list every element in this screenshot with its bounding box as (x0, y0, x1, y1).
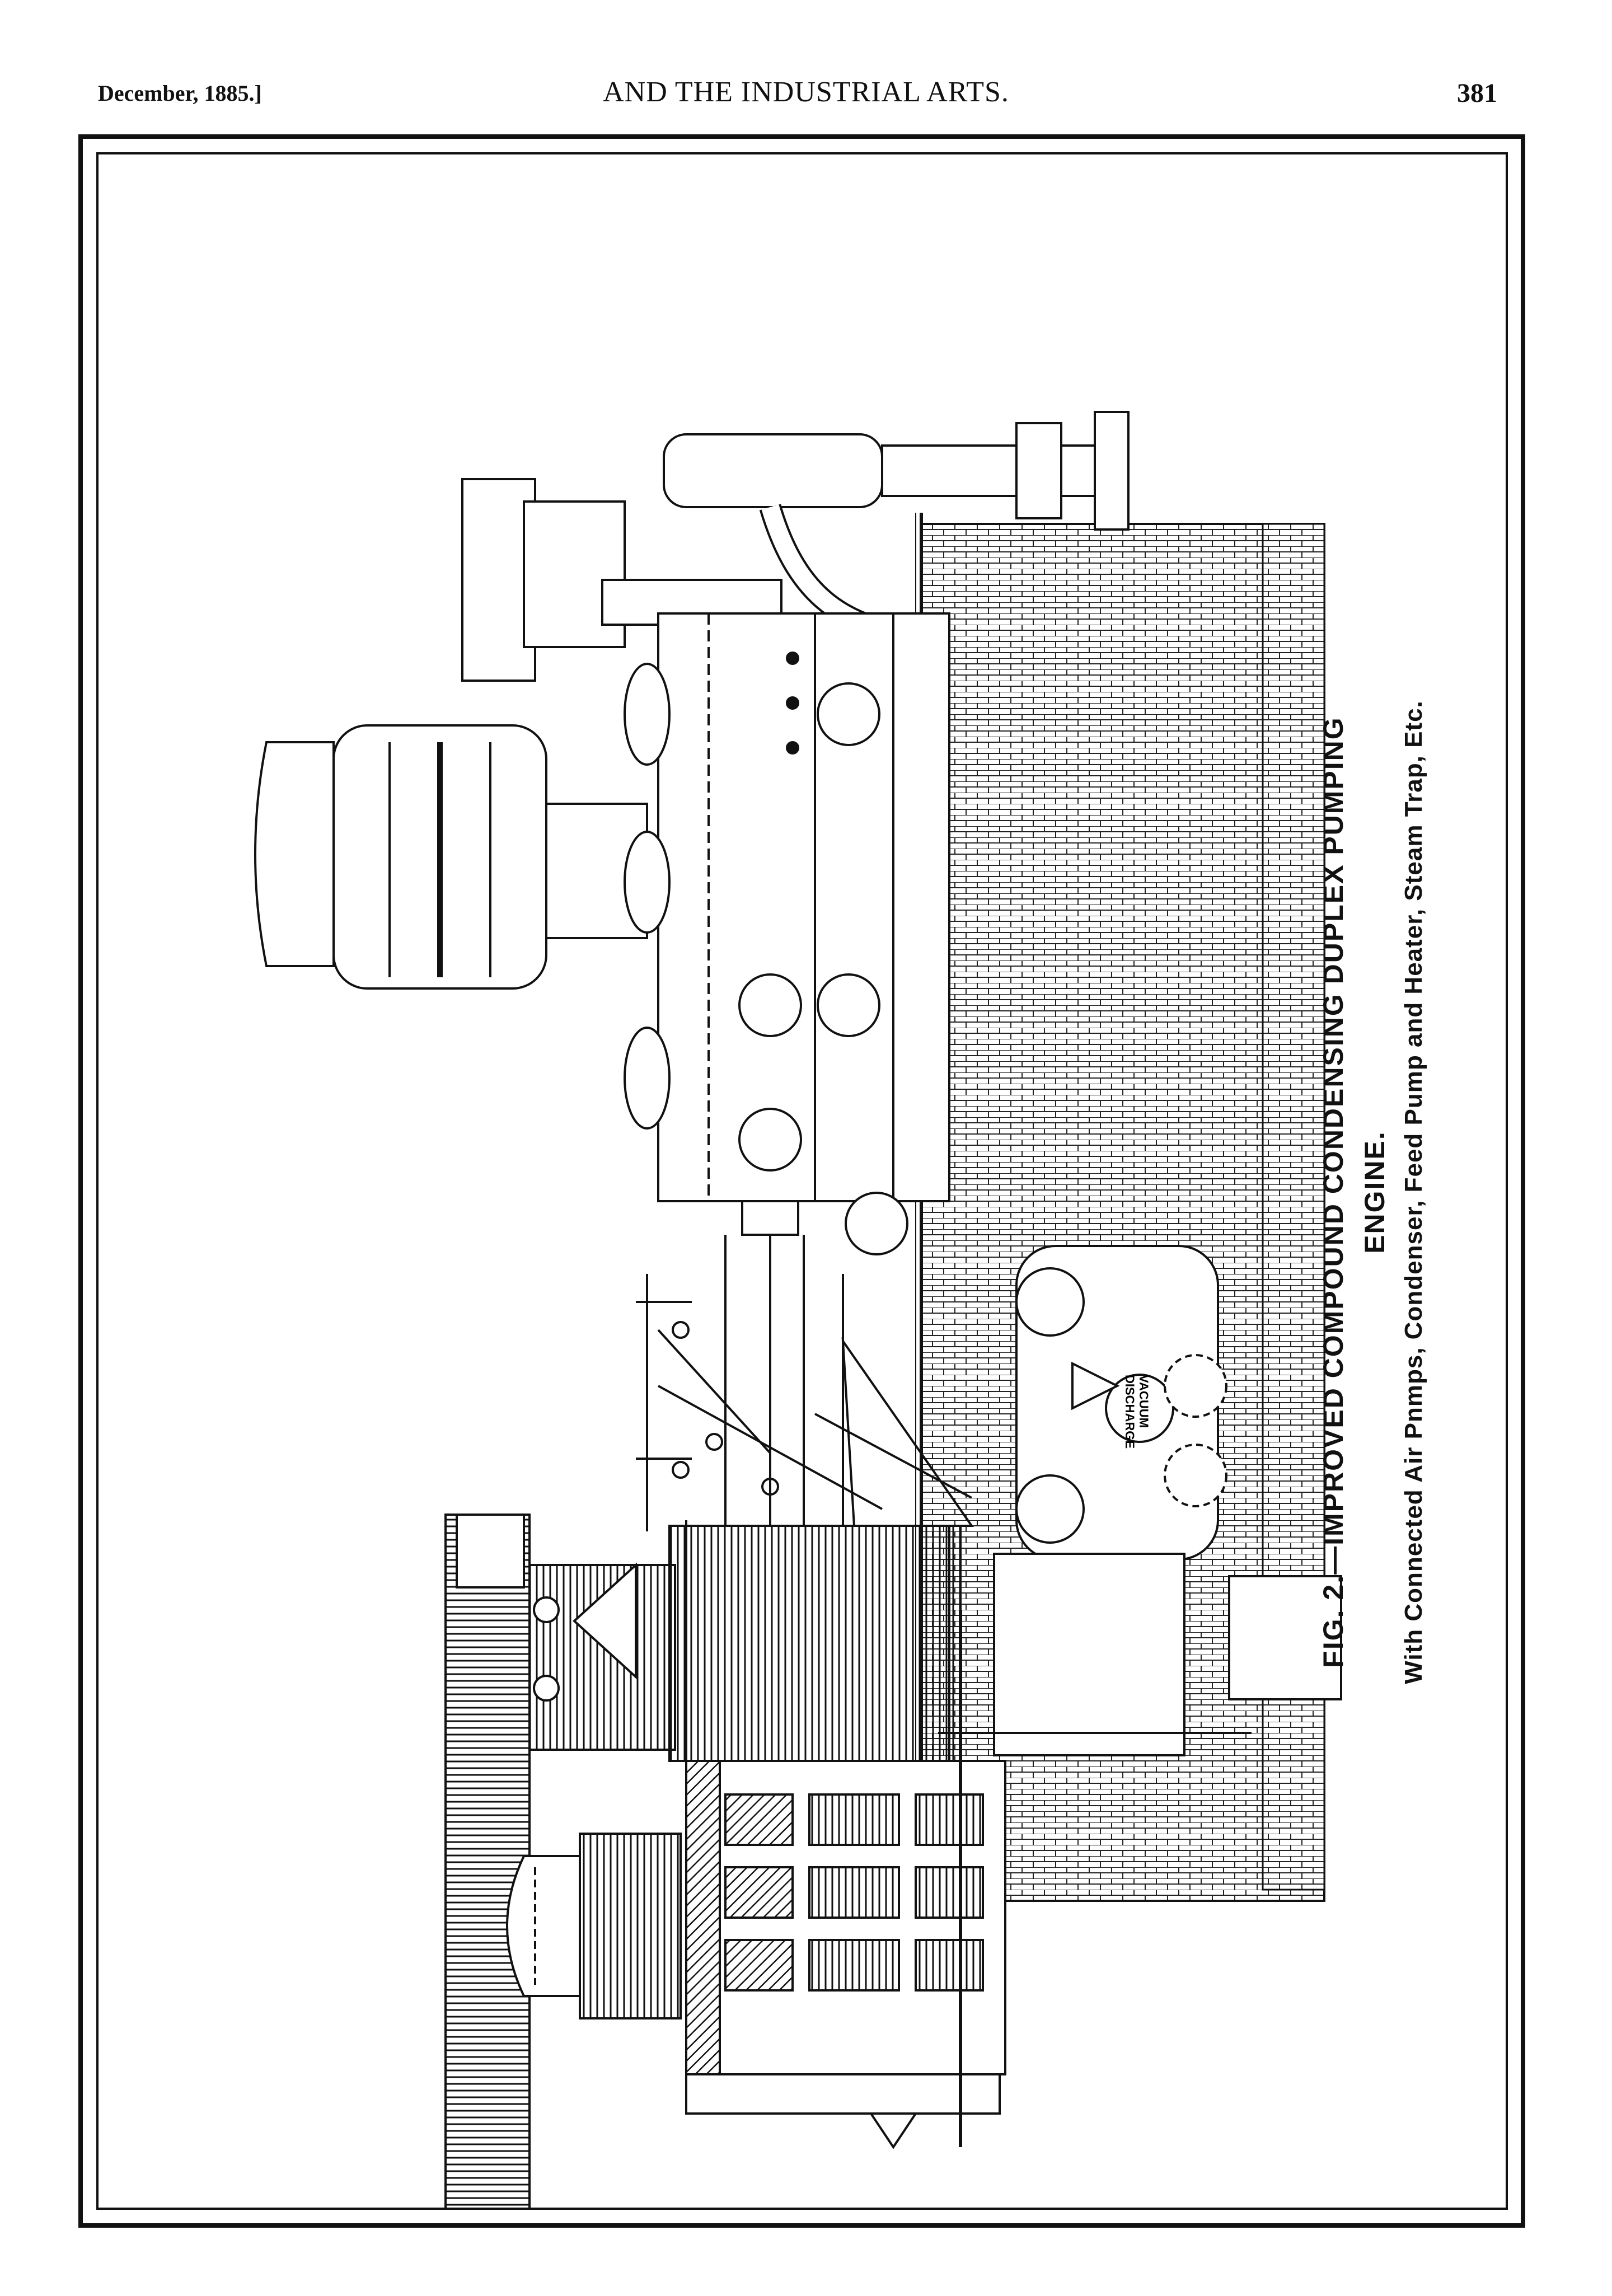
page-header: December, 1885.] AND THE INDUSTRIAL ARTS… (0, 76, 1612, 120)
valve-gear (636, 1235, 974, 1554)
receiver-tanks (461, 411, 1130, 682)
page-number: 381 (1457, 78, 1497, 108)
caption-title: FIG. 2.—IMPROVED COMPOUND CONDENSING DUP… (1318, 716, 1390, 1668)
label-vacuum: VACUUM (1137, 1375, 1151, 1428)
figure-caption: FIG. 2.—IMPROVED COMPOUND CONDENSING DUP… (1313, 677, 1441, 1707)
engine-illustration: VACUUM DISCHARGE (99, 154, 1506, 2208)
label-discharge: DISCHARGE (1123, 1375, 1137, 1449)
main-cylinders (624, 612, 950, 1255)
steam-trap (506, 1833, 682, 2019)
header-date: December, 1885.] (98, 81, 262, 106)
air-pumps (938, 1245, 1342, 1756)
jacketed-cylinder (668, 1525, 962, 1762)
outer-frame (78, 134, 1525, 2228)
inner-frame (96, 152, 1508, 2210)
pump-house (685, 1760, 1006, 2149)
caption-subtitle: With Connected Air Pnmps, Condenser, Fee… (1400, 700, 1427, 1684)
air-chamber (254, 724, 648, 990)
feed-heater (444, 1514, 676, 2208)
header-title: AND THE INDUSTRIAL ARTS. (603, 76, 1009, 108)
